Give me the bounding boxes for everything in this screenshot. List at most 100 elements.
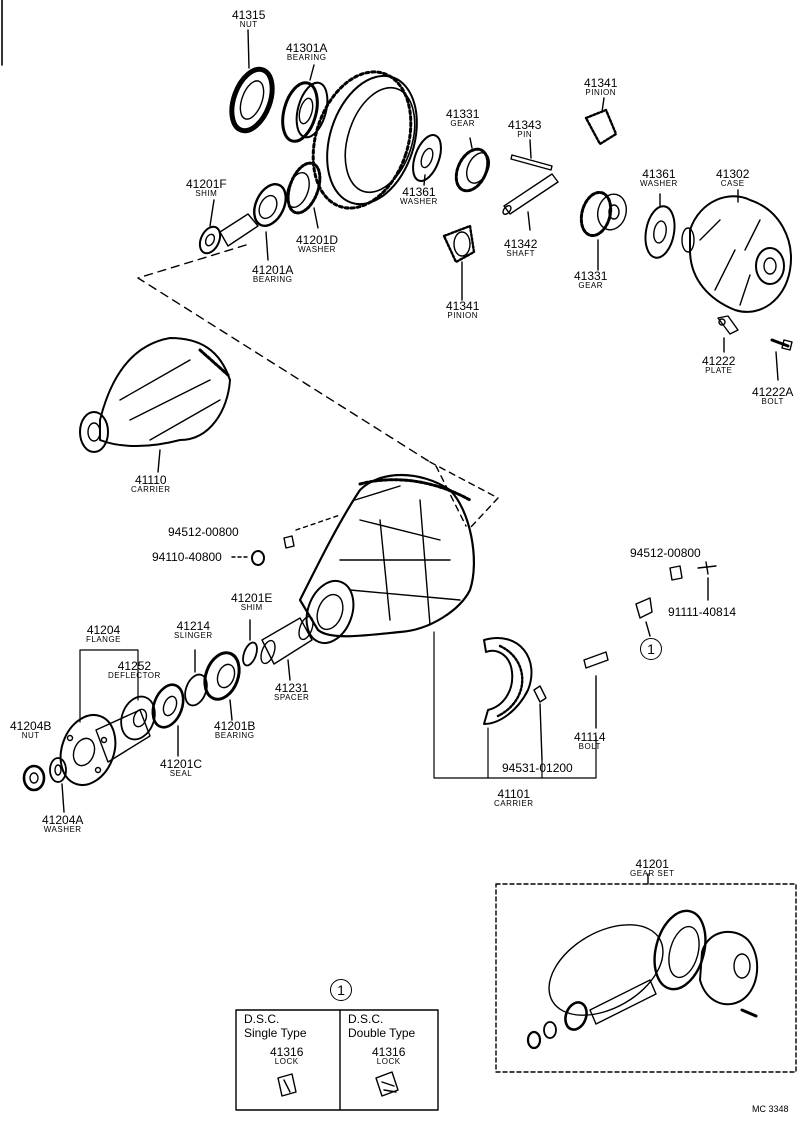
bearing-41301a-drawing bbox=[281, 64, 329, 143]
part-name: PINION bbox=[447, 311, 478, 320]
part-name: DEFLECTOR bbox=[108, 671, 161, 680]
label-41316-single: 41316 LOCK bbox=[270, 1046, 303, 1066]
label-41101: 41101 CARRIER bbox=[494, 788, 534, 808]
part-number: 41361 bbox=[642, 167, 676, 181]
label-41316-double: 41316 LOCK bbox=[372, 1046, 405, 1066]
nut-41204b-drawing bbox=[22, 764, 46, 792]
lock-plate-drawing bbox=[635, 597, 653, 637]
part-number: 41361 bbox=[402, 185, 436, 199]
part-number: 41214 bbox=[176, 619, 210, 633]
part-94512-left: 94512-00800 bbox=[168, 525, 239, 539]
label-41110: 41110 CARRIER bbox=[131, 474, 171, 494]
spacer-41231-drawing bbox=[260, 615, 314, 681]
part-name: SHIM bbox=[240, 603, 263, 612]
label-41201d: 41201D WASHER bbox=[296, 234, 338, 254]
label-41204b: 41204B NUT bbox=[10, 720, 51, 740]
part-name: NUT bbox=[21, 731, 40, 740]
part-name: SPACER bbox=[274, 693, 310, 702]
part-name: GEAR bbox=[578, 281, 604, 290]
part-number: 41204B bbox=[10, 719, 52, 733]
part-number: 41204A bbox=[42, 813, 84, 827]
part-number: 41301A bbox=[286, 41, 328, 55]
part-name: GEAR bbox=[450, 119, 476, 128]
washer-41361-left-drawing bbox=[412, 134, 442, 186]
type-label: Double Type bbox=[348, 1025, 416, 1040]
part-name: CASE bbox=[720, 179, 745, 188]
bolt-41222a-drawing bbox=[770, 338, 793, 381]
flange-41204-drawing bbox=[59, 709, 151, 786]
shim-41201e-drawing bbox=[242, 619, 258, 667]
bolt-91111-drawing bbox=[697, 561, 717, 601]
callout-circle: 1 bbox=[640, 638, 662, 660]
drive-pinion-drawing bbox=[198, 161, 322, 261]
label-41331-lower: 41331 GEAR bbox=[574, 270, 607, 290]
label-41201b: 41201B BEARING bbox=[214, 720, 255, 740]
part-name: FLANGE bbox=[86, 635, 122, 644]
part-number: 41201D bbox=[296, 233, 339, 247]
label-41252: 41252 DEFLECTOR bbox=[108, 660, 161, 680]
part-94110: 94110-40800 bbox=[152, 550, 222, 564]
part-number: 41331 bbox=[574, 269, 608, 283]
label-41301a: 41301A BEARING bbox=[286, 42, 327, 62]
label-41231: 41231 SPACER bbox=[274, 682, 309, 702]
slinger-41214-drawing bbox=[184, 649, 208, 707]
deflector-41252-drawing bbox=[120, 695, 156, 741]
part-number: 41331 bbox=[446, 107, 480, 121]
shaft-41342-drawing bbox=[502, 173, 559, 231]
part-name: WASHER bbox=[298, 245, 336, 254]
label-41342: 41342 SHAFT bbox=[504, 238, 537, 258]
lock-double-drawing bbox=[375, 1071, 399, 1097]
gear-set-41201-drawing bbox=[526, 909, 759, 1050]
nut-94110-drawing bbox=[251, 550, 265, 566]
label-41201c: 41201C SEAL bbox=[160, 758, 202, 778]
diagram-code: MC 3348 bbox=[752, 1104, 789, 1114]
part-name: LOCK bbox=[274, 1057, 299, 1066]
bearing-41201b-drawing bbox=[203, 651, 241, 721]
part-91111: 91111-40814 bbox=[668, 605, 737, 619]
washer-41361-right-drawing bbox=[644, 193, 676, 259]
label-41204a: 41204A WASHER bbox=[42, 814, 83, 834]
part-name: WASHER bbox=[640, 179, 678, 188]
bolt-41114-drawing bbox=[583, 651, 609, 729]
part-name: CARRIER bbox=[131, 485, 171, 494]
washer-41204a-drawing bbox=[49, 757, 67, 813]
part-name: WASHER bbox=[400, 197, 438, 206]
label-41341-upper: 41341 PINION bbox=[584, 77, 617, 97]
label-41201f: 41201F SHIM bbox=[186, 178, 227, 198]
part-number: 41316 bbox=[270, 1045, 304, 1059]
differential-case-41302-drawing bbox=[681, 189, 792, 313]
part-name: SEAL bbox=[169, 769, 193, 778]
part-number: 41201B bbox=[214, 719, 256, 733]
part-94512-right: 94512-00800 bbox=[630, 546, 701, 560]
label-41222a: 41222A BOLT bbox=[752, 386, 793, 406]
part-number: 41316 bbox=[372, 1045, 406, 1059]
pinion-41341-lower-drawing bbox=[442, 224, 476, 301]
dsc-label: D.S.C. bbox=[348, 1012, 384, 1026]
pinion-41341-upper-drawing bbox=[584, 97, 618, 146]
part-name: BOLT bbox=[761, 397, 784, 406]
part-number: 41231 bbox=[274, 681, 309, 695]
part-number: 41222 bbox=[702, 354, 736, 368]
part-number: 41201 bbox=[635, 857, 669, 871]
part-name: WASHER bbox=[43, 825, 82, 834]
pin-41343-drawing bbox=[510, 139, 553, 171]
label-41315: 41315 NUT bbox=[232, 9, 265, 29]
washer-94531-drawing bbox=[533, 685, 547, 761]
label-41302: 41302 CASE bbox=[716, 168, 749, 188]
lock-single-heading: D.S.C. Single Type bbox=[244, 1012, 307, 1041]
part-number: 41343 bbox=[508, 118, 542, 132]
part-number: 41114 bbox=[574, 730, 606, 744]
part-name: PINION bbox=[585, 88, 616, 97]
part-name: GEAR SET bbox=[630, 869, 675, 878]
part-name: SHAFT bbox=[506, 249, 536, 258]
lock-double-heading: D.S.C. Double Type bbox=[348, 1012, 416, 1041]
nut-94512-left-drawing bbox=[283, 535, 295, 549]
label-41201a: 41201A BEARING bbox=[252, 264, 293, 284]
part-name: PIN bbox=[517, 130, 533, 139]
carrier-41101-drawing bbox=[298, 474, 476, 644]
dsc-label: D.S.C. bbox=[244, 1012, 280, 1026]
part-name: SHIM bbox=[195, 189, 218, 198]
label-41343: 41343 PIN bbox=[508, 119, 541, 139]
